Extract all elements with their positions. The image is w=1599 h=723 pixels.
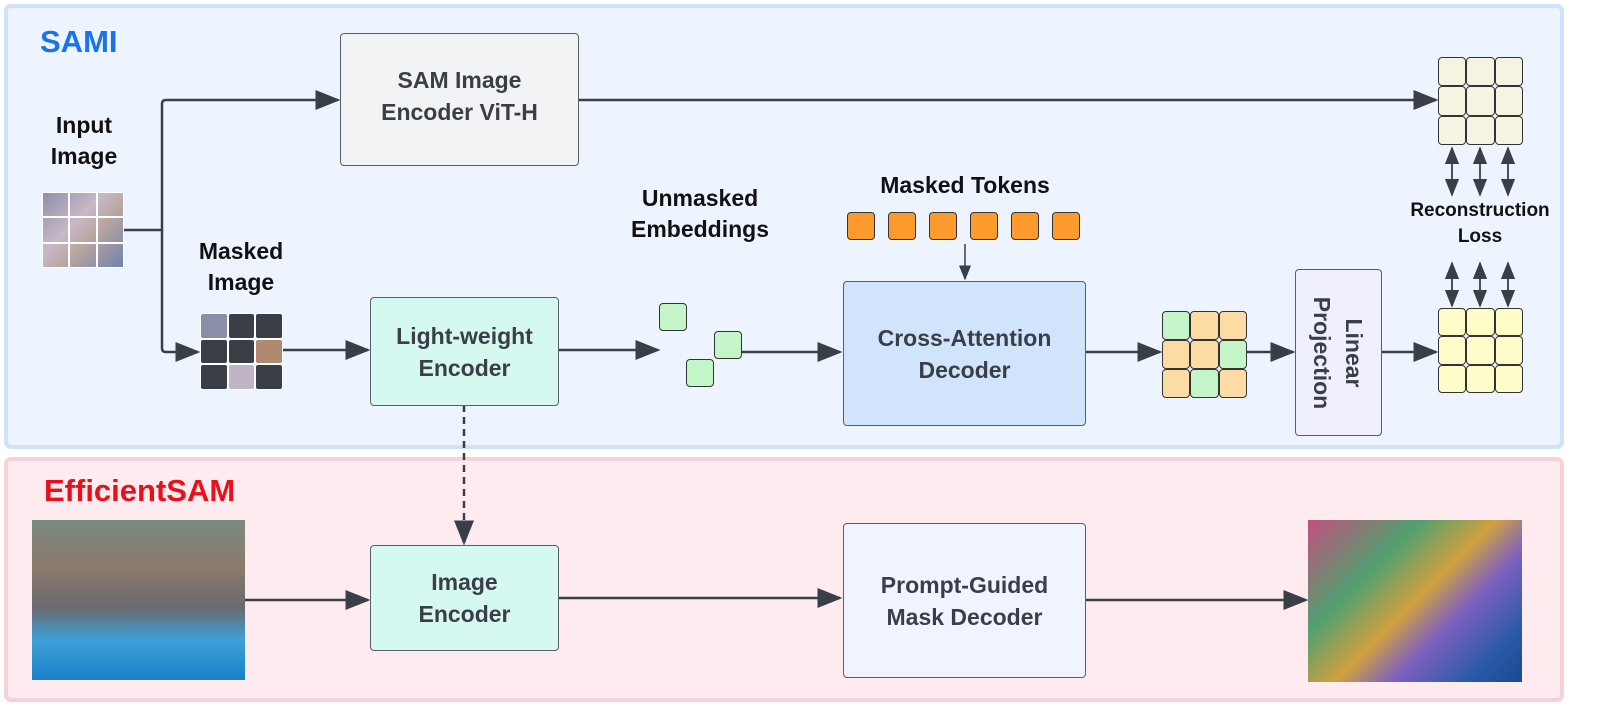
efficientsam-title: EfficientSAM xyxy=(44,473,236,508)
segmentation-output xyxy=(1308,520,1522,682)
linear-projection-box: Linear Projection xyxy=(1295,269,1382,436)
masked-cell xyxy=(1218,311,1247,340)
image-encoder-box: Image Encoder xyxy=(370,545,559,651)
sam-image-encoder-box: SAM Image Encoder ViT-H xyxy=(340,33,579,166)
arrow-input-split xyxy=(124,90,341,232)
linear-projection-label: Linear Projection xyxy=(1309,296,1368,409)
masked-token xyxy=(970,212,998,240)
masked-image xyxy=(200,313,283,390)
embedding-token xyxy=(686,359,714,387)
masked-cell xyxy=(1162,369,1191,398)
embedding-cell xyxy=(1190,369,1219,398)
sami-title: SAMI xyxy=(40,24,118,59)
masked-cell xyxy=(1218,369,1247,398)
masked-token xyxy=(888,212,916,240)
masked-cell xyxy=(1190,311,1219,340)
masked-cell xyxy=(1190,340,1219,369)
unmasked-embeddings-label: Unmasked Embeddings xyxy=(630,185,770,242)
efficientsam-panel xyxy=(4,457,1564,702)
predicted-feature-grid xyxy=(1438,308,1523,393)
masked-token xyxy=(929,212,957,240)
input-photo xyxy=(32,520,245,680)
embedding-cell xyxy=(1218,340,1247,369)
cross-attention-decoder-box: Cross-Attention Decoder xyxy=(843,281,1086,426)
masked-cell xyxy=(1162,340,1191,369)
embedding-cell xyxy=(1162,311,1191,340)
masked-tokens-label: Masked Tokens xyxy=(880,172,1050,198)
arrow-to-masked xyxy=(160,230,201,362)
embedding-token xyxy=(714,331,742,359)
prompt-guided-mask-decoder-box: Prompt-Guided Mask Decoder xyxy=(843,523,1086,678)
masked-token xyxy=(1011,212,1039,240)
decoded-token-grid xyxy=(1162,311,1247,398)
input-image-label: Input Image xyxy=(50,112,118,169)
lightweight-encoder-box: Light-weight Encoder xyxy=(370,297,559,406)
sam-feature-target-grid xyxy=(1438,57,1523,145)
masked-token xyxy=(847,212,875,240)
masked-token xyxy=(1052,212,1080,240)
input-image xyxy=(42,192,124,268)
masked-image-label: Masked Image xyxy=(198,238,284,295)
embedding-token xyxy=(659,303,687,331)
reconstruction-loss-label: Reconstruction Loss xyxy=(1410,200,1550,247)
